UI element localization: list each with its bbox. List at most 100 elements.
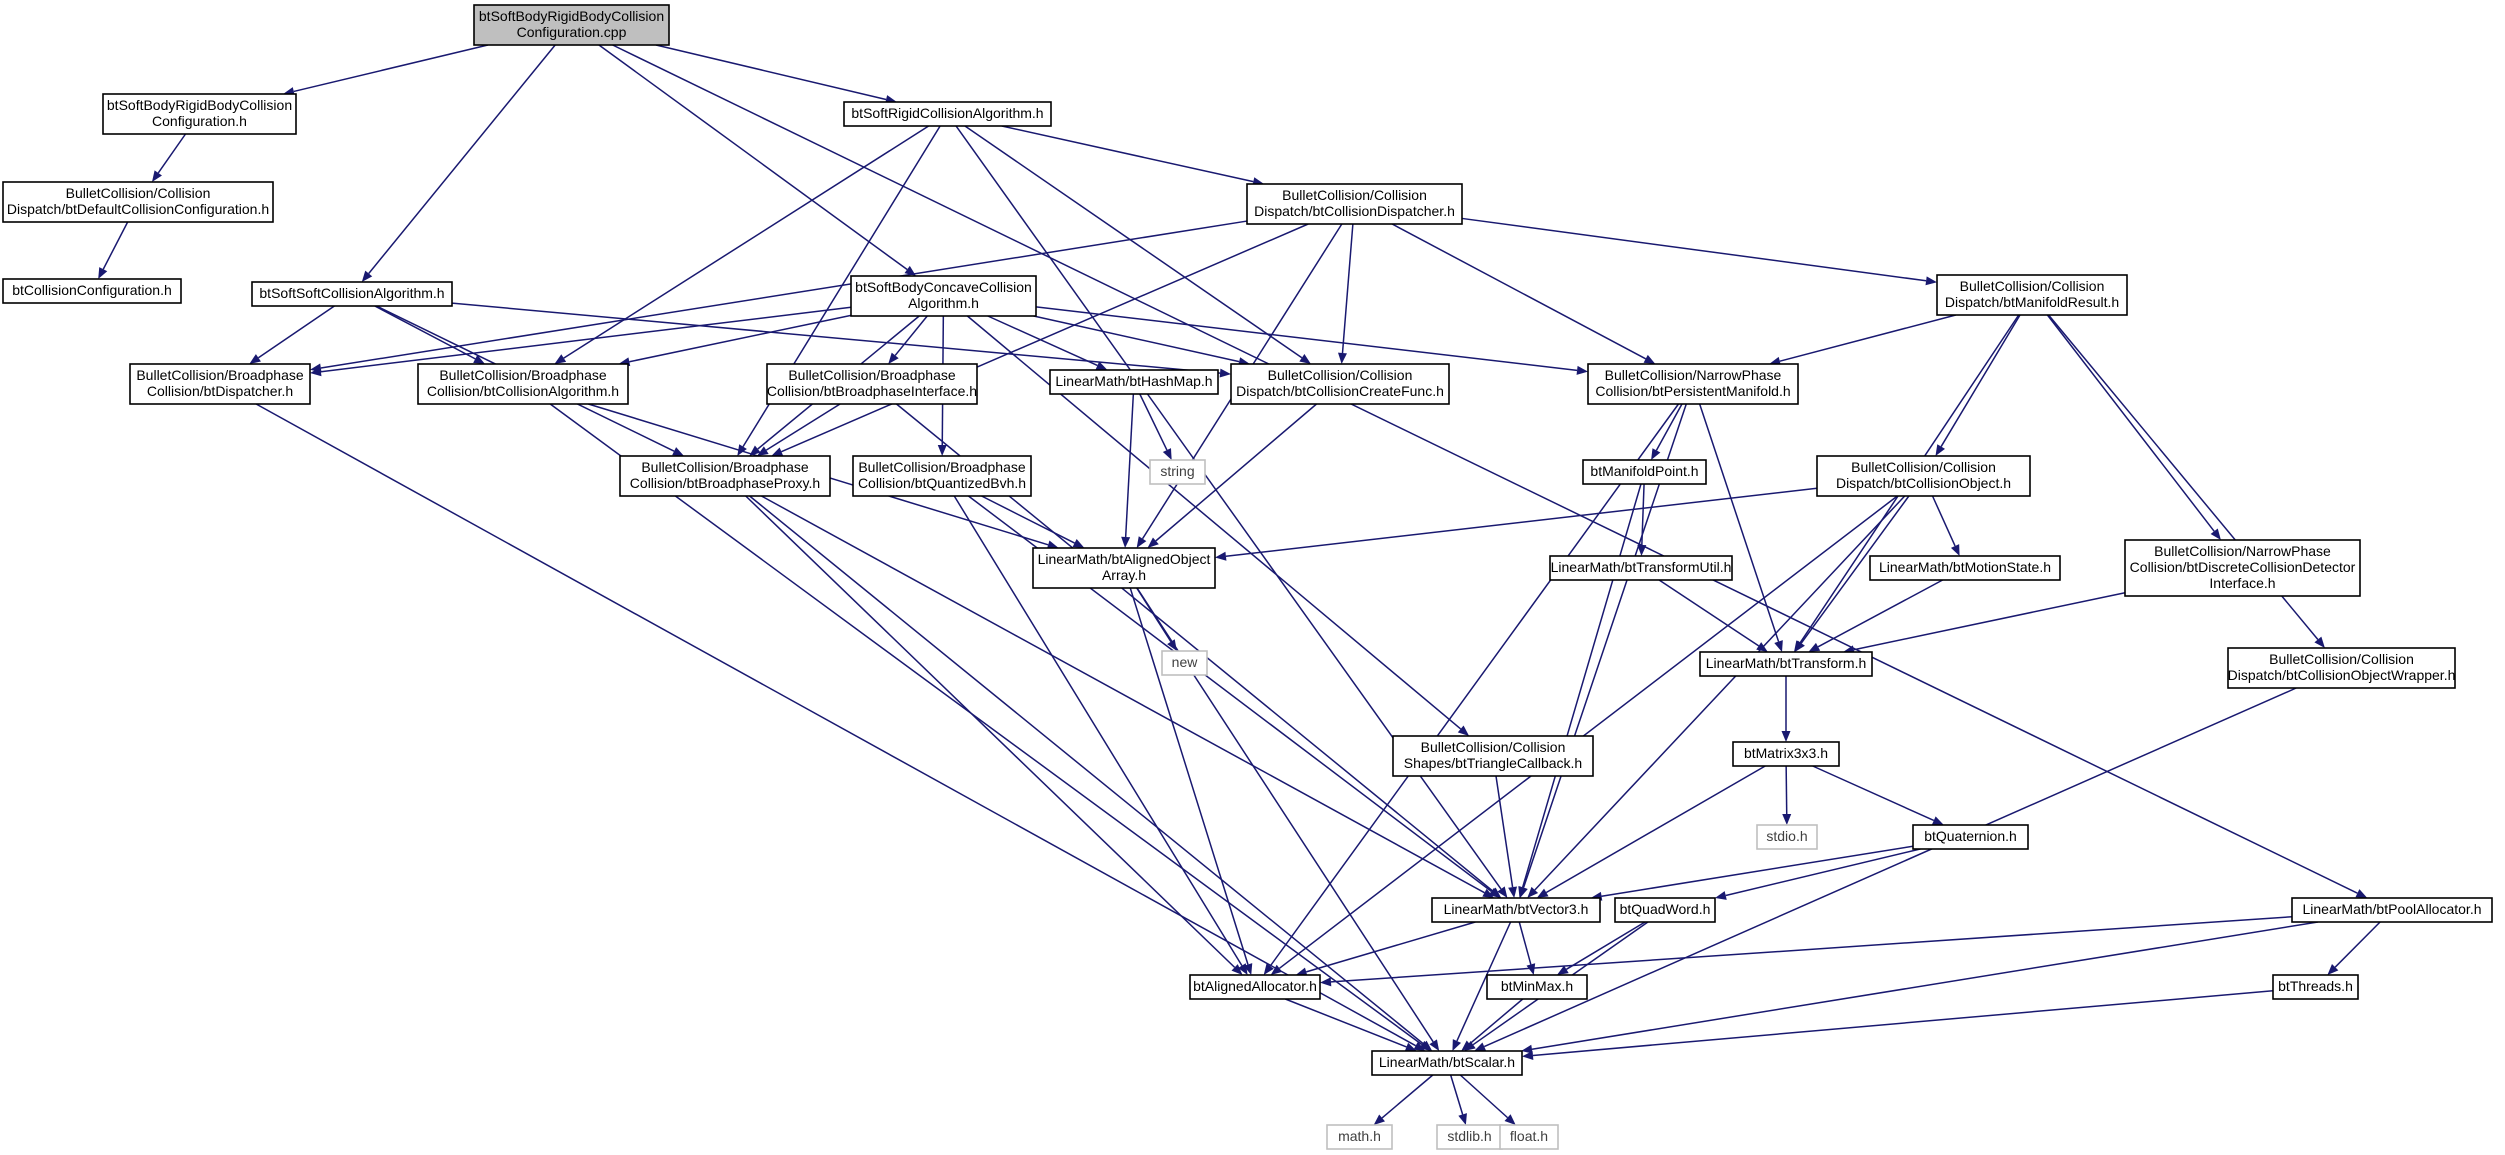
edge-manifoldpoint-to-vector3 (1518, 483, 1642, 898)
node-softsoft[interactable]: btSoftSoftCollisionAlgorithm.h (251, 281, 453, 307)
node-quaternion[interactable]: btQuaternion.h (1912, 824, 2029, 850)
node-box (2291, 897, 2493, 923)
node-quadword[interactable]: btQuadWord.h (1614, 897, 1716, 923)
node-manifoldresult[interactable]: BulletCollision/CollisionDispatch/btMani… (1936, 274, 2128, 316)
node-label: btMatrix3x3.h (1744, 745, 1828, 761)
arrowhead (1452, 1039, 1462, 1051)
arrowhead (2327, 964, 2339, 975)
arrowhead (1488, 887, 1501, 898)
node-collconf[interactable]: btCollisionConfiguration.h (2, 278, 182, 304)
node-poolalloc[interactable]: LinearMath/btPoolAllocator.h (2291, 897, 2493, 923)
edge-line (1641, 483, 1645, 546)
arrowhead (1429, 1039, 1440, 1051)
node-persistent[interactable]: BulletCollision/NarrowPhaseCollision/btP… (1587, 363, 1799, 405)
node-transform[interactable]: LinearMath/btTransform.h (1699, 651, 1873, 677)
edge-layer (98, 44, 2381, 1125)
arrowhead (1457, 725, 1470, 736)
edge-line (549, 403, 1423, 1046)
edge-line (1658, 579, 1760, 647)
node-threads[interactable]: btThreads.h (2272, 974, 2359, 1000)
edge-line (1531, 921, 2319, 1050)
node-label: BulletCollision/NarrowPhase (2154, 543, 2331, 559)
node-transformutil[interactable]: LinearMath/btTransformUtil.h (1549, 555, 1733, 581)
edge-poolalloc-to-scalar (1521, 921, 2319, 1054)
node-box (1869, 555, 2061, 581)
node-scalar[interactable]: LinearMath/btScalar.h (1371, 1050, 1523, 1076)
edge-line (1341, 223, 1354, 354)
node-box (1756, 824, 1818, 850)
node-tricallback[interactable]: BulletCollision/CollisionShapes/btTriang… (1392, 735, 1594, 777)
node-bp_collalgo[interactable]: BulletCollision/BroadphaseCollision/btCo… (417, 363, 629, 405)
node-hashmap[interactable]: LinearMath/btHashMap.h (1049, 369, 1219, 395)
node-label: LinearMath/btAlignedObject (1038, 551, 1211, 567)
node-alignedalloc[interactable]: btAlignedAllocator.h (1189, 974, 1321, 1000)
node-label: Dispatch/btCollisionObjectWrapper.h (2228, 667, 2456, 683)
node-box (1246, 183, 1463, 225)
node-quantbvh[interactable]: BulletCollision/BroadphaseCollision/btQu… (852, 455, 1032, 497)
edge-line (655, 44, 887, 101)
node-collobject[interactable]: BulletCollision/CollisionDispatch/btColl… (1816, 455, 2031, 497)
arrowhead (1935, 444, 1946, 456)
node-createfunc[interactable]: BulletCollision/CollisionDispatch/btColl… (1230, 363, 1450, 405)
edge-line (745, 495, 1236, 968)
edge-persistent-to-transform (1698, 403, 1783, 652)
edge-manifoldresult-to-objwrapper (2048, 314, 2325, 648)
edge-quadword-to-minmax (1556, 921, 1646, 975)
node-discrete[interactable]: BulletCollision/NarrowPhaseCollision/btD… (2124, 539, 2361, 597)
node-matrix3x3[interactable]: btMatrix3x3.h (1732, 741, 1840, 767)
node-label: LinearMath/btMotionState.h (1879, 559, 2051, 575)
arrowhead (1637, 544, 1647, 556)
edge-sbrbconf_h-to-defconf (151, 133, 187, 182)
node-objwrapper[interactable]: BulletCollision/CollisionDispatch/btColl… (2227, 647, 2456, 689)
edge-line (981, 495, 1075, 544)
node-manifoldpoint[interactable]: btManifoldPoint.h (1582, 459, 1707, 485)
edge-line (761, 495, 1485, 894)
node-softrigid[interactable]: btSoftRigidCollisionAlgorithm.h (843, 101, 1052, 127)
node-bp_proxy[interactable]: BulletCollision/BroadphaseCollision/btBr… (619, 455, 831, 497)
edge-matrix3x3-to-quaternion (1812, 765, 1944, 825)
node-label: BulletCollision/NarrowPhase (1605, 367, 1782, 383)
arrowhead (1508, 886, 1518, 898)
edge-line (781, 223, 1309, 453)
arrowhead (1576, 365, 1588, 375)
arrowhead (1643, 354, 1656, 364)
edge-dispatcher_cd-to-persistent (1391, 223, 1656, 364)
node-label: btThreads.h (2278, 978, 2353, 994)
node-minmax[interactable]: btMinMax.h (1486, 974, 1588, 1000)
node-box (2272, 974, 2359, 1000)
node-root[interactable]: btSoftBodyRigidBodyCollisionConfiguratio… (473, 4, 670, 46)
node-vector3[interactable]: LinearMath/btVector3.h (1431, 897, 1601, 923)
node-layer: btSoftBodyRigidBodyCollisionConfiguratio… (2, 4, 2493, 1150)
node-label: Collision/btBroadphaseInterface.h (767, 383, 977, 399)
node-defconf[interactable]: BulletCollision/CollisionDispatch/btDefa… (2, 181, 274, 223)
arrowhead (1404, 1042, 1417, 1052)
node-sbrbconf_h[interactable]: btSoftBodyRigidBodyCollisionConfiguratio… (102, 93, 297, 135)
node-motionstate[interactable]: LinearMath/btMotionState.h (1869, 555, 2061, 581)
edge-root-to-sbrbconf_h (283, 44, 489, 96)
edge-alignedarray-to-alignedalloc (1129, 587, 1253, 975)
edge-collobject-to-vector3 (1527, 495, 1906, 898)
node-box (1436, 1124, 1503, 1150)
edge-line (320, 306, 852, 373)
node-dispatcher_cd[interactable]: BulletCollision/CollisionDispatch/btColl… (1246, 183, 1463, 225)
edge-line (1155, 403, 1318, 542)
edge-line (1391, 223, 1647, 360)
edge-line (1518, 921, 1532, 965)
node-label: Interface.h (2209, 575, 2275, 591)
edge-line (1469, 998, 1524, 1045)
node-box (1326, 1124, 1393, 1150)
arrowhead (1167, 639, 1177, 651)
arrowhead (1147, 537, 1159, 548)
node-bp_dispatcher[interactable]: BulletCollision/BroadphaseCollision/btDi… (129, 363, 311, 405)
arrowhead (1295, 967, 1308, 977)
node-label: Collision/btCollisionAlgorithm.h (427, 383, 619, 399)
arrowhead (1521, 1044, 1533, 1054)
node-label: btSoftBodyRigidBodyCollision (107, 97, 292, 113)
edge-line (749, 495, 1425, 1045)
edge-matrix3x3-to-vector3 (1536, 765, 1766, 898)
edge-softrigid-to-createfunc (964, 125, 1311, 364)
edge-persistent-to-manifoldpoint (1651, 403, 1683, 460)
node-bp_interface[interactable]: BulletCollision/BroadphaseCollision/btBr… (766, 363, 978, 405)
